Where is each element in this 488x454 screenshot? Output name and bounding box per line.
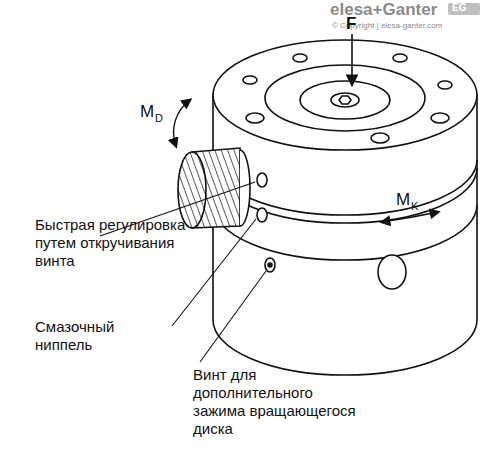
torque-label: M [396, 190, 410, 210]
callout-label: Винт для дополнительного зажима вращающе… [193, 366, 368, 438]
torque-subscript: K [411, 200, 418, 213]
force-label: F [346, 14, 356, 34]
torque-subscript: D [155, 112, 163, 125]
torque-label: M [140, 102, 154, 122]
callout-label: Быстрая регулировка путем откручивания в… [35, 216, 195, 270]
brand-badge: EG [452, 2, 466, 14]
callout-label: Смазочный ниппель [35, 318, 175, 354]
